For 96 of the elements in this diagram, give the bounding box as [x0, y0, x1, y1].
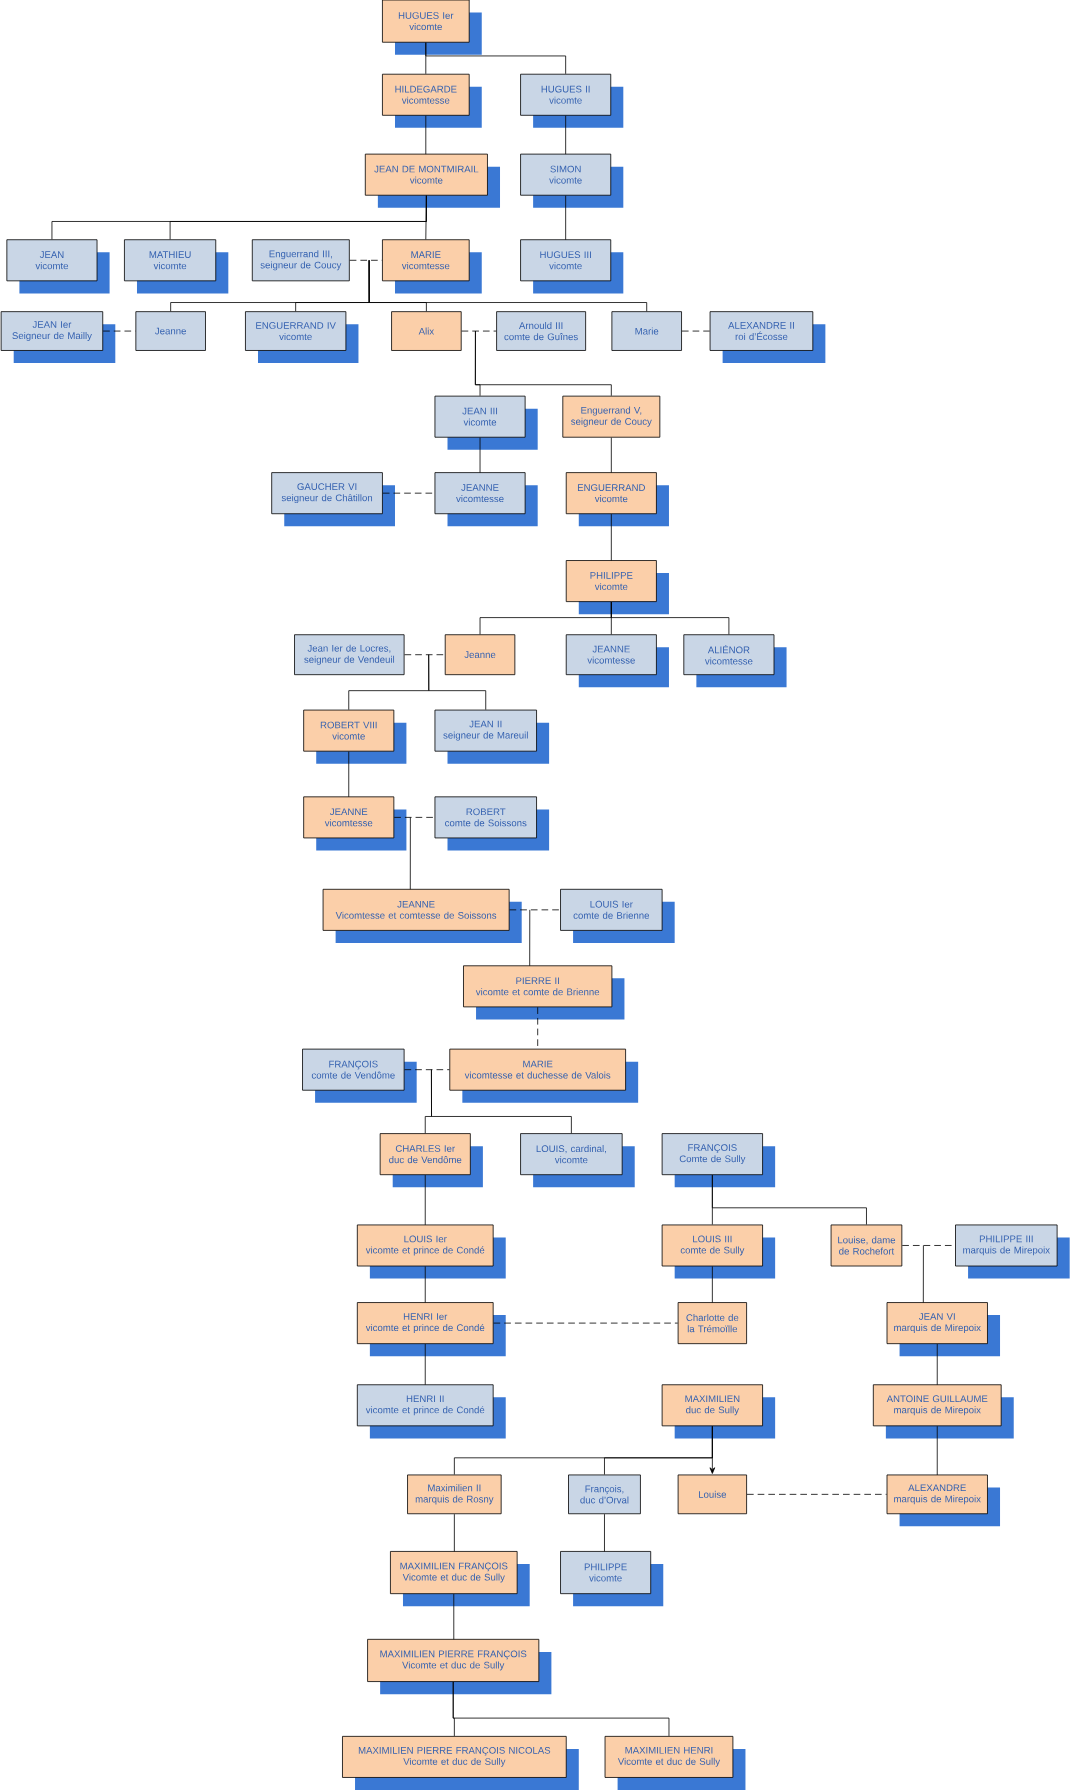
connector-line — [424, 1174, 426, 1226]
connector-line — [425, 115, 427, 155]
connector-line — [425, 195, 427, 240]
connector-line — [529, 909, 531, 967]
dashed-line — [681, 330, 711, 332]
person-box: François, duc d’Orval — [568, 1474, 641, 1515]
person-box: HUGUES Ier vicomte — [382, 0, 482, 55]
person-box: MAXIMILIEN duc de Sully — [661, 1384, 776, 1439]
person-box: Enguerrand III, seigneur de Coucy — [252, 239, 350, 282]
person-box: HUGUES III vicomte — [520, 239, 624, 294]
connector-line — [479, 437, 481, 473]
person-box: MAXIMILIEN PIERRE FRANÇOIS Vicomte et duc de Sully — [367, 1638, 552, 1695]
person-box: JEAN DE MONTMIRAIL vicomte — [365, 153, 501, 208]
person-box: JEANNE vicomtesse — [303, 796, 407, 851]
person-box: LOUIS Ier vicomte et prince de Condé — [357, 1224, 506, 1279]
person-box: FRANÇOIS Comte de Sully — [661, 1133, 776, 1188]
connector-line — [410, 817, 411, 890]
dashed-line — [404, 654, 446, 656]
person-box: GAUCHER VI seigneur de Châtillon — [271, 472, 396, 527]
connector-line — [454, 1513, 455, 1552]
connector-line — [604, 1513, 605, 1552]
person-box: Jean Ier de Locres, seigneur de Vendeuil — [294, 634, 405, 676]
dashed-line — [461, 330, 497, 332]
person-box: Jeanne — [135, 311, 206, 351]
person-box: ROBERT VIII vicomte — [303, 709, 407, 764]
connector-line — [431, 1069, 572, 1134]
person-box: SIMON vicomte — [520, 153, 624, 208]
person-box: JEAN II seigneur de Mareuil — [434, 709, 550, 764]
connector-line — [565, 115, 567, 155]
person-box: FRANÇOIS comte de Vendôme — [302, 1048, 417, 1103]
person-box: Maximilien II marquis de Rosny — [407, 1474, 502, 1515]
person-box: JEAN vicomte — [6, 239, 110, 294]
dashed-line — [382, 492, 436, 494]
person-box: JEAN III vicomte — [434, 395, 538, 450]
person-box: MAXIMILIEN HENRI Vicomte et duc de Sully — [604, 1735, 746, 1790]
person-box: JEANNE vicomtesse — [565, 634, 670, 688]
dashed-line — [509, 909, 561, 911]
person-box: ENGUERRAND IV vicomte — [245, 311, 359, 364]
connector-line — [611, 437, 612, 473]
person-box: PHILIPPE III marquis de Mirepoix — [955, 1224, 1070, 1279]
person-box: Louise — [677, 1474, 748, 1515]
person-box: JEAN VI marquis de Mirepoix — [886, 1302, 1001, 1357]
person-box: Arnould III comte de Guînes — [496, 311, 587, 351]
connector-line — [424, 1266, 426, 1303]
person-box: Charlotte de la Trémoïlle — [677, 1302, 748, 1345]
person-box: HUGUES II vicomte — [520, 73, 624, 128]
connector-line — [923, 1245, 924, 1303]
person-box: MARIE vicomtesse et duchesse de Valois — [449, 1048, 639, 1103]
connector-line — [428, 654, 487, 711]
person-box: PHILIPPE vicomte — [560, 1551, 664, 1607]
dashed-line — [746, 1493, 888, 1495]
person-box: JEANNE vicomtesse — [434, 472, 538, 527]
connector-line — [611, 601, 730, 635]
connector-line — [368, 259, 648, 312]
arrow — [709, 1425, 716, 1474]
connector-line — [453, 1593, 455, 1640]
person-box: JEAN Ier Seigneur de Mailly — [0, 311, 116, 364]
person-box: LOUIS, cardinal, vicomte — [520, 1133, 635, 1188]
connector-line — [712, 1174, 867, 1225]
dashed-line — [493, 1322, 679, 1324]
person-box: MAXIMILIEN FRANÇOIS Vicomte et duc de Sully — [390, 1551, 530, 1607]
connector-line — [936, 1343, 938, 1386]
person-box: ROBERT comte de Soissons — [434, 796, 550, 851]
connector-line — [475, 330, 612, 397]
person-box: LOUIS III comte de Sully — [661, 1224, 776, 1279]
connector-line — [712, 1266, 713, 1303]
person-box: ENGUERRAND vicomte — [565, 472, 670, 527]
connector-line — [424, 1343, 426, 1386]
dashed-line — [393, 817, 436, 818]
person-box: ALIÉNOR vicomtesse — [683, 634, 787, 688]
person-box: Jeanne — [444, 634, 516, 676]
connector-line — [425, 42, 567, 75]
person-box: Marie — [611, 311, 683, 351]
connector-line — [611, 513, 612, 561]
person-box: PHILIPPE vicomte — [565, 560, 670, 615]
person-box: MARIE vicomtesse — [382, 239, 482, 294]
person-box: LOUIS Ier comte de Brienne — [560, 888, 675, 943]
person-box: MATHIEU vicomte — [124, 239, 229, 294]
person-box: HENRI Ier vicomte et prince de Condé — [357, 1302, 506, 1357]
person-box: Enguerrand V, seigneur de Coucy — [562, 395, 661, 438]
person-box: MAXIMILIEN PIERRE FRANÇOIS NICOLAS Vicomte et duc de Sully — [342, 1735, 579, 1790]
person-box: JEANNE Vicomtesse et comtesse de Soissons — [322, 888, 522, 943]
person-box: HILDEGARDE vicomtesse — [382, 73, 482, 128]
person-box: ALEXANDRE II roi d’Écosse — [709, 311, 826, 364]
person-box: Louise, dame de Rochefort — [830, 1224, 903, 1267]
person-box: ANTOINE GUILLAUME marquis de Mirepoix — [873, 1384, 1014, 1439]
person-box: CHARLES Ier duc de Vendôme — [379, 1133, 483, 1188]
connector-line — [348, 751, 350, 798]
connector-line — [452, 1681, 670, 1737]
person-box: ALEXANDRE marquis de Mirepoix — [886, 1474, 1001, 1527]
connector-line — [936, 1425, 938, 1476]
connector-line — [565, 195, 567, 241]
person-box: Alix — [391, 311, 462, 351]
person-box: HENRI II vicomte et prince de Condé — [357, 1384, 506, 1439]
dashed-line — [404, 1069, 450, 1071]
person-box: PIERRE II vicomte et comte de Brienne — [463, 965, 625, 1020]
